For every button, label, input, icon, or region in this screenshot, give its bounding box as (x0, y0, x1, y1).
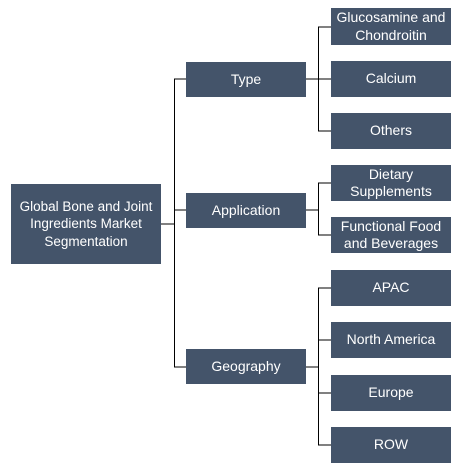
branch-node-application: Application (186, 193, 306, 228)
leaf-node: Glucosamine and Chondroitin (331, 8, 451, 45)
leaf-node-label: Dietary Supplements (350, 165, 432, 200)
branch-node-type: Type (186, 62, 306, 97)
branch-node-label: Application (211, 201, 281, 218)
leaf-node: Europe (331, 375, 451, 411)
branch-node-label: Type (230, 70, 262, 87)
leaf-node-label: ROW (373, 436, 409, 453)
leaf-node: Dietary Supplements (331, 165, 451, 201)
branch-node-geography: Geography (186, 349, 306, 384)
leaf-node: Calcium (331, 61, 451, 97)
leaf-node: Functional Food and Beverages (331, 217, 451, 253)
leaf-node-label: Functional Food and Beverages (340, 217, 442, 252)
leaf-node-label: APAC (372, 279, 410, 296)
leaf-node: APAC (331, 270, 451, 306)
leaf-node: North America (331, 322, 451, 358)
leaf-node-label: Glucosamine and Chondroitin (336, 9, 446, 43)
leaf-node: Others (331, 113, 451, 149)
leaf-node-label: Europe (368, 384, 414, 401)
root-node: Global Bone and Joint Ingredients Market… (11, 184, 161, 264)
branch-node-label: Geography (211, 357, 281, 374)
root-node-label: Global Bone and Joint Ingredients Market… (19, 199, 153, 249)
leaf-node: ROW (331, 427, 451, 463)
leaf-node-label: Calcium (365, 70, 417, 87)
leaf-node-label: North America (346, 331, 436, 348)
leaf-node-label: Others (369, 122, 412, 139)
